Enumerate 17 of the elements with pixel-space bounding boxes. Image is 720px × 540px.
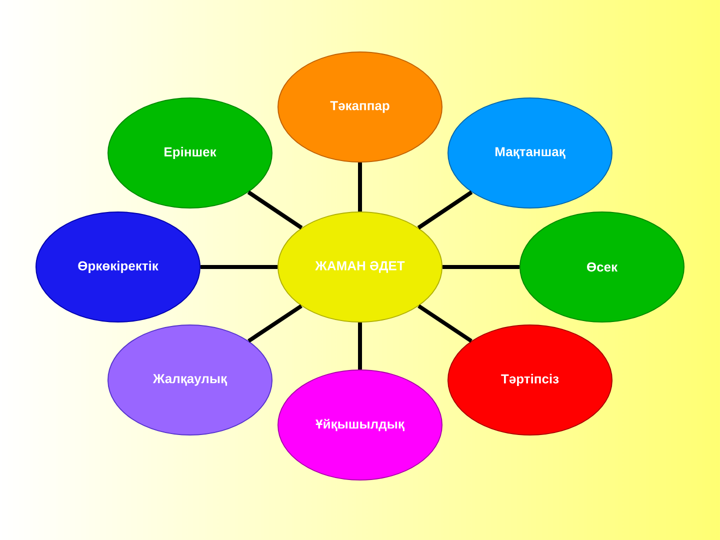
ellipse-node: Тәртіпсіз — [448, 324, 612, 436]
connector-line — [442, 265, 520, 269]
ellipse-node: Өсек — [520, 212, 684, 322]
connector-line — [358, 322, 362, 370]
connector-line — [247, 190, 303, 230]
connector-line — [418, 304, 472, 343]
connector-line — [200, 265, 278, 269]
ellipse-node: Ұйқышылдық — [278, 370, 442, 480]
connector-line — [417, 190, 473, 230]
ellipse-node: Мақтаншақ — [448, 98, 612, 208]
connector-line — [248, 304, 302, 343]
ellipse-node: Еріншек — [108, 98, 272, 208]
connector-line — [358, 162, 362, 212]
ellipse-node: Жалқаулық — [108, 324, 272, 436]
ellipse-node: ЖАМАН ӘДЕТ — [278, 212, 442, 322]
ellipse-node: Тәкаппар — [278, 52, 442, 162]
ellipse-node: Өркөкіректік — [36, 212, 200, 322]
